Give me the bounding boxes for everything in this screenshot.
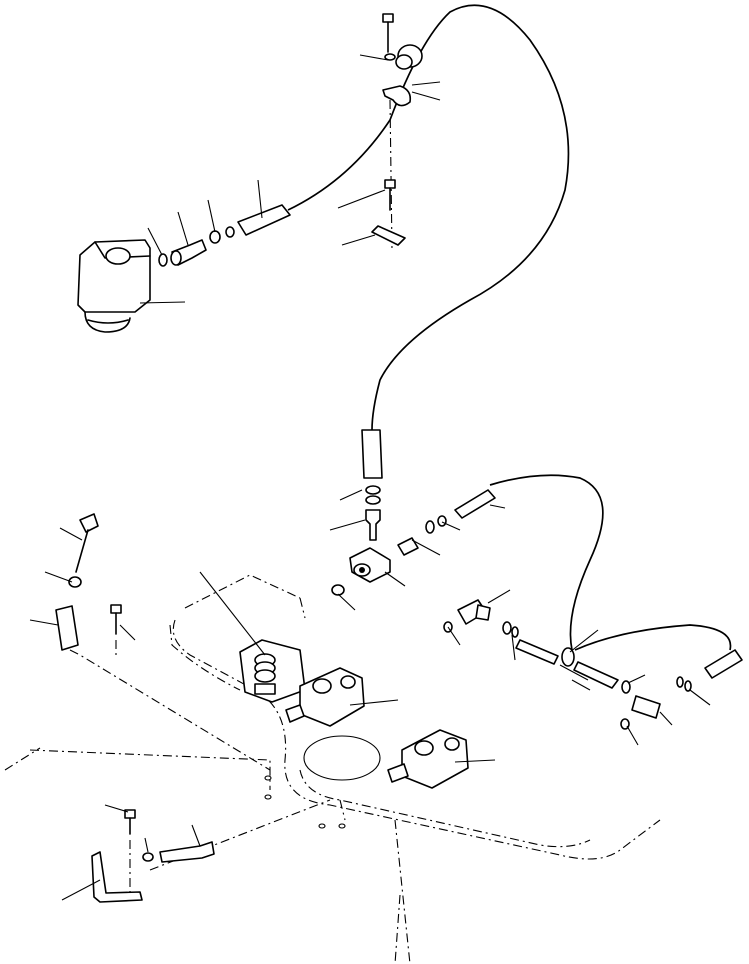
bolt	[110, 604, 122, 635]
fitting	[365, 509, 381, 541]
elbow-fitting	[349, 547, 391, 583]
mount-hole	[264, 775, 272, 781]
elbow-fitting	[457, 599, 491, 625]
control-valve	[387, 729, 469, 789]
washer	[676, 676, 684, 688]
hose-clamp	[561, 647, 575, 667]
frame-outline	[4, 574, 661, 964]
mount-hole	[264, 794, 272, 800]
bolt	[382, 13, 394, 53]
hose-sleeve	[573, 661, 619, 689]
washer	[684, 680, 692, 692]
washer	[425, 520, 435, 534]
washer	[621, 680, 631, 694]
hose-clamp	[395, 44, 423, 70]
solenoid-coil	[77, 239, 151, 333]
o-ring	[331, 584, 345, 596]
washer	[384, 53, 396, 61]
washer	[511, 626, 519, 638]
leader-lines	[29, 54, 711, 901]
bolt	[75, 513, 99, 573]
washer	[225, 226, 235, 238]
control-valve	[239, 639, 306, 703]
clamp-plate	[371, 225, 406, 246]
fitting	[170, 239, 207, 266]
fitting	[397, 537, 419, 556]
mount-hole	[338, 823, 346, 829]
control-valve	[285, 667, 365, 727]
fitting	[631, 695, 661, 719]
washer	[365, 485, 381, 495]
washer	[365, 495, 381, 505]
o-ring	[158, 253, 168, 267]
hoses	[287, 4, 732, 651]
nut	[68, 576, 82, 588]
washer	[209, 230, 221, 244]
hose-sleeve	[361, 429, 383, 479]
mount-hole	[318, 823, 326, 829]
nut	[142, 852, 154, 862]
bolt	[384, 179, 396, 211]
hose-sleeve	[515, 639, 559, 665]
bolt	[124, 809, 136, 835]
clamp-bracket	[382, 85, 412, 107]
hose-sleeve	[704, 649, 743, 679]
hose-sleeve	[237, 204, 291, 236]
frame-hole	[303, 735, 381, 781]
washer	[502, 621, 512, 635]
washer	[437, 515, 447, 527]
stud-bolt	[159, 841, 215, 863]
bracket	[91, 851, 143, 903]
bracket	[55, 605, 79, 651]
hose-sleeve	[454, 489, 496, 519]
